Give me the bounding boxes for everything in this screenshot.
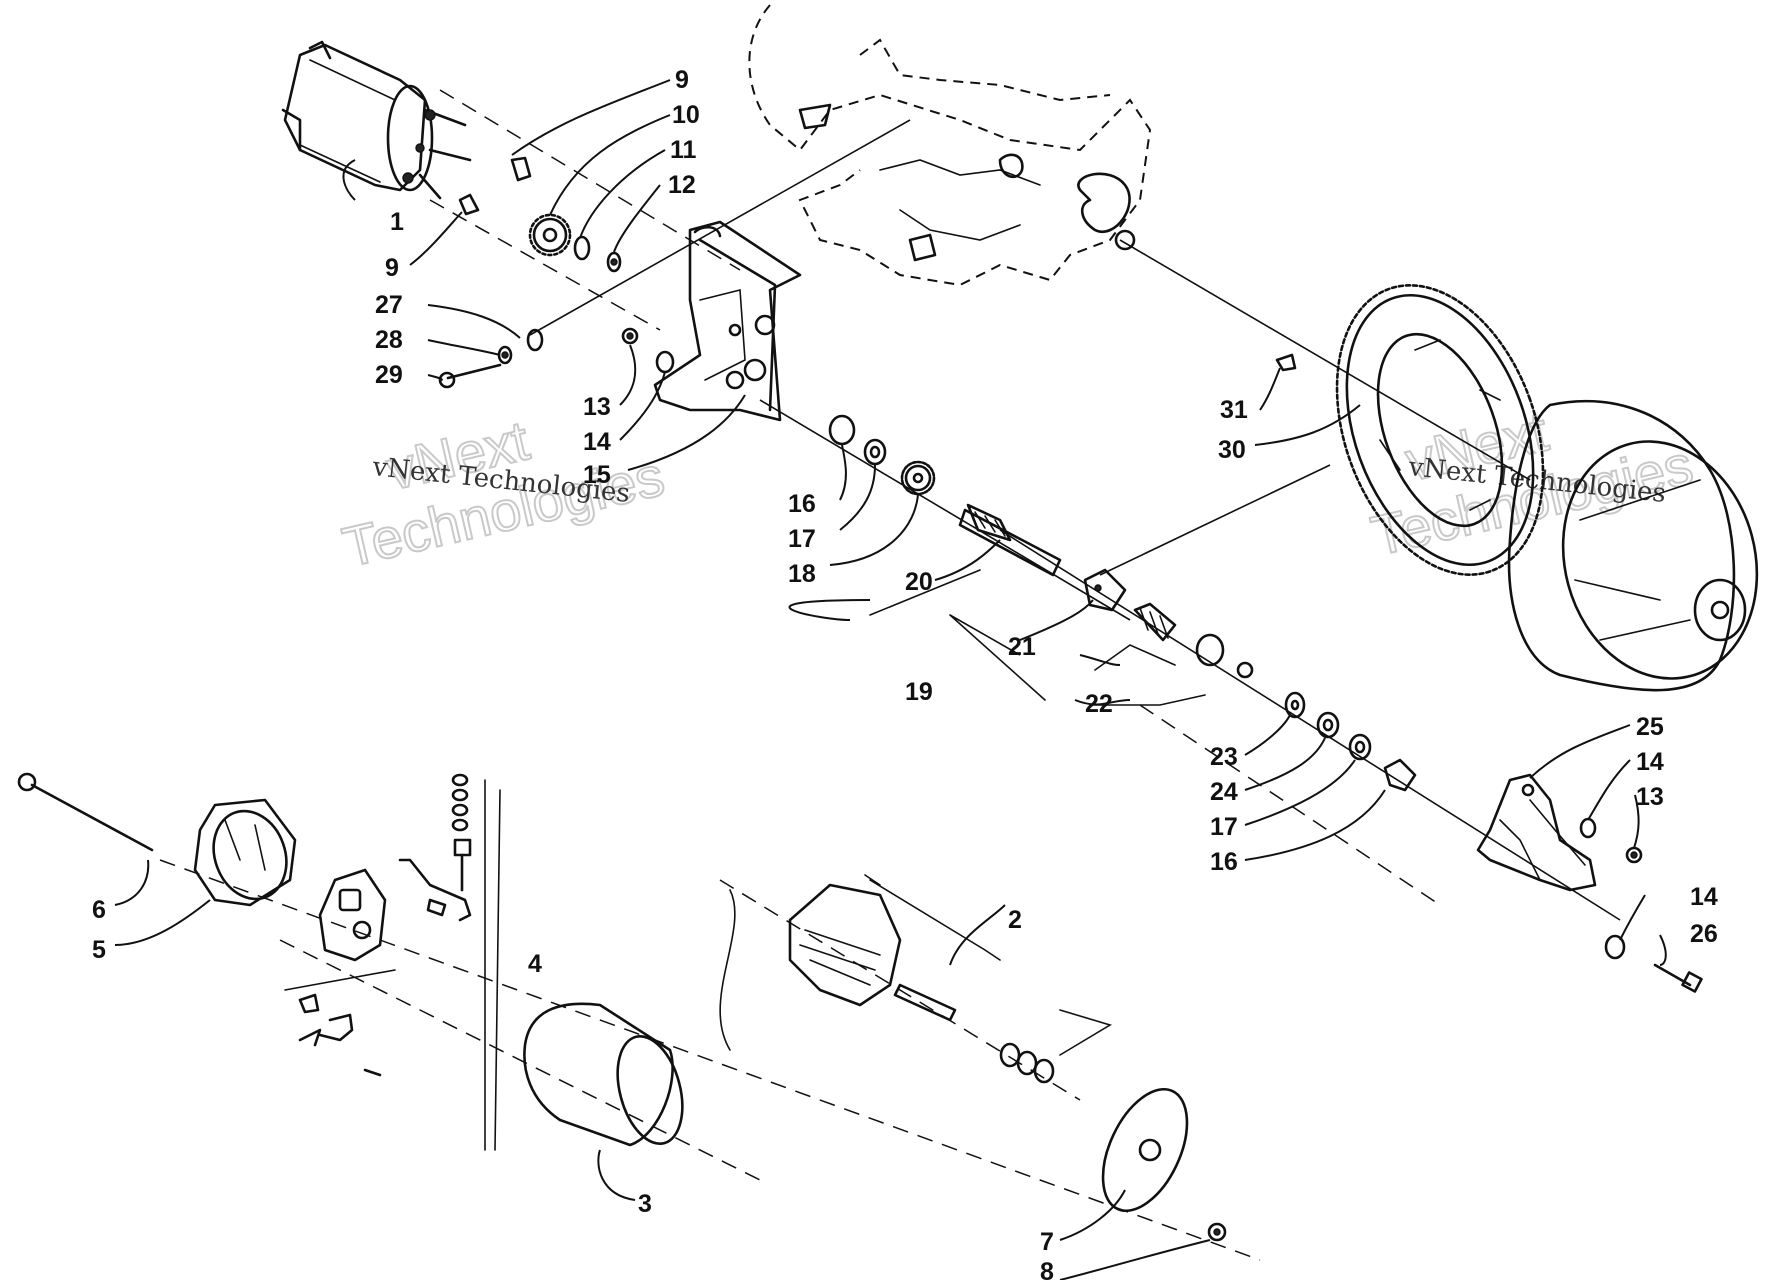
- bendix-drive-19: [958, 503, 1254, 679]
- brush-holder: [318, 868, 387, 962]
- callout-2: 2: [1008, 906, 1022, 934]
- callout-28: 28: [375, 326, 403, 354]
- armature: [788, 883, 1055, 1084]
- callout-19: 19: [905, 678, 933, 706]
- drive-end-cap: [193, 798, 297, 907]
- callout-12: 12: [668, 171, 696, 199]
- callout-6: 6: [92, 896, 106, 924]
- starter-motor-assembled: [281, 40, 472, 200]
- callout-24: 24: [1210, 778, 1238, 806]
- callout-8: 8: [1040, 1258, 1054, 1280]
- callout-30: 30: [1218, 436, 1246, 464]
- ring-gear: [1275, 284, 1545, 576]
- callout-25: 25: [1636, 713, 1664, 741]
- callout-14-right: 14: [1636, 748, 1664, 776]
- callout-29: 29: [375, 361, 403, 389]
- bushing-washer-gear-16-18: [828, 414, 936, 496]
- callout-15: 15: [583, 461, 611, 489]
- callout-9-top: 9: [675, 66, 689, 94]
- callout-16-right: 16: [1210, 848, 1238, 876]
- callout-21: 21: [1008, 633, 1036, 661]
- callout-3: 3: [638, 1190, 652, 1218]
- callout-26: 26: [1690, 920, 1718, 948]
- bolt-washer-14-26: [1604, 934, 1703, 993]
- callout-14-bottom: 14: [1690, 883, 1718, 911]
- assembly-axis-lines: [159, 89, 1621, 1261]
- commutator-end-plate: [1101, 1087, 1189, 1213]
- callout-20: 20: [905, 568, 933, 596]
- callout-labels: 1 9 9 10 11 12 27 28 29 13 14 15 16 17 1…: [92, 66, 1718, 1280]
- callout-13-left: 13: [583, 393, 611, 421]
- end-nut: [1207, 1222, 1227, 1242]
- through-bolt: [17, 772, 154, 852]
- nut-washer-13-14-right: [1579, 817, 1643, 864]
- callout-16-left: 16: [788, 490, 816, 518]
- callout-14-left: 14: [583, 428, 611, 456]
- callout-31: 31: [1220, 396, 1248, 424]
- terminal-hardware: [398, 773, 486, 1151]
- washers-23-24-17-16: [1284, 691, 1417, 792]
- nut-washer-13-14-left: [621, 327, 675, 374]
- bracket-fasteners-27-29: [438, 328, 544, 389]
- callout-27: 27: [375, 291, 403, 319]
- callout-23: 23: [1210, 743, 1238, 771]
- callout-7: 7: [1040, 1228, 1054, 1256]
- callout-9-bottom: 9: [385, 254, 399, 282]
- starter-mounting-bracket: [653, 220, 802, 422]
- callout-10: 10: [672, 101, 700, 129]
- brush-parts: [284, 969, 396, 1077]
- callout-17-right: 17: [1210, 813, 1238, 841]
- callout-11: 11: [670, 136, 697, 164]
- callout-leaders: [114, 79, 1667, 1280]
- motor-housing: [523, 1002, 684, 1147]
- callout-1: 1: [390, 208, 404, 236]
- callout-22: 22: [1085, 690, 1113, 718]
- callout-13-right: 13: [1636, 783, 1664, 811]
- flywheel: [1507, 399, 1759, 692]
- callout-18: 18: [788, 560, 816, 588]
- callout-5: 5: [92, 936, 106, 964]
- engine-crankcase-outline: [748, 4, 1152, 287]
- callout-17-left: 17: [788, 525, 816, 553]
- starter-fasteners-9-12: [458, 156, 622, 273]
- callout-4: 4: [528, 950, 542, 978]
- starter-end-cover: [1476, 773, 1597, 892]
- connector-squiggle: [719, 889, 736, 1051]
